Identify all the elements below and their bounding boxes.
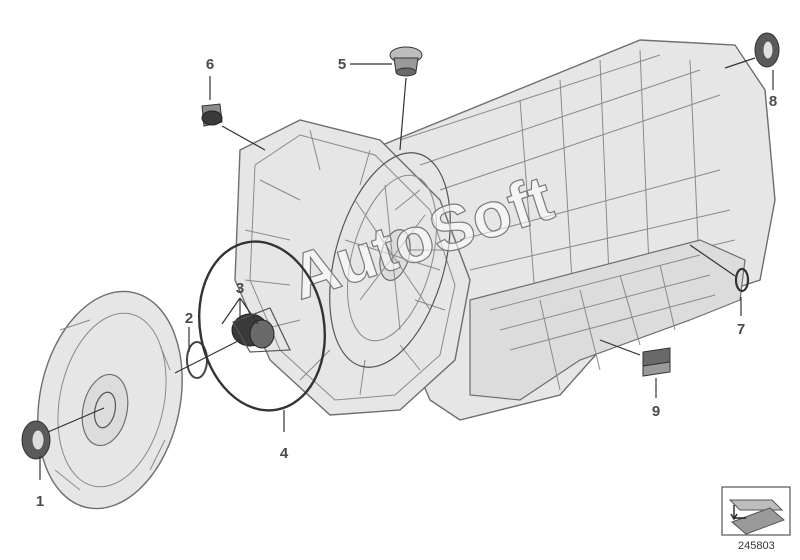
seal-ring-7	[734, 267, 750, 293]
callout-1: 1	[36, 493, 44, 510]
shaft-seal-8	[754, 32, 780, 68]
sleeve-3	[231, 307, 291, 353]
transmission-housing	[234, 39, 776, 421]
callout-4: 4	[280, 445, 289, 462]
callout-7: 7	[737, 321, 745, 338]
torque-converter	[37, 290, 183, 510]
breather-cap-5	[389, 46, 423, 77]
plug-6	[201, 103, 223, 127]
callout-9: 9	[652, 403, 660, 420]
callout-5: 5	[338, 56, 346, 73]
leader-lines	[39, 57, 774, 480]
callout-8: 8	[769, 93, 777, 110]
label-plate-9	[642, 347, 671, 377]
reference-number: 245803	[738, 540, 775, 552]
o-ring-4	[197, 240, 327, 412]
callout-2: 2	[185, 310, 193, 327]
callout-labels: 1 2 3 4 5 6 7 8 9	[36, 56, 777, 510]
callout-6: 6	[206, 56, 214, 73]
reference-arrow-icon	[721, 486, 791, 536]
shaft-seal-1	[21, 420, 51, 460]
callout-3: 3	[236, 280, 244, 297]
